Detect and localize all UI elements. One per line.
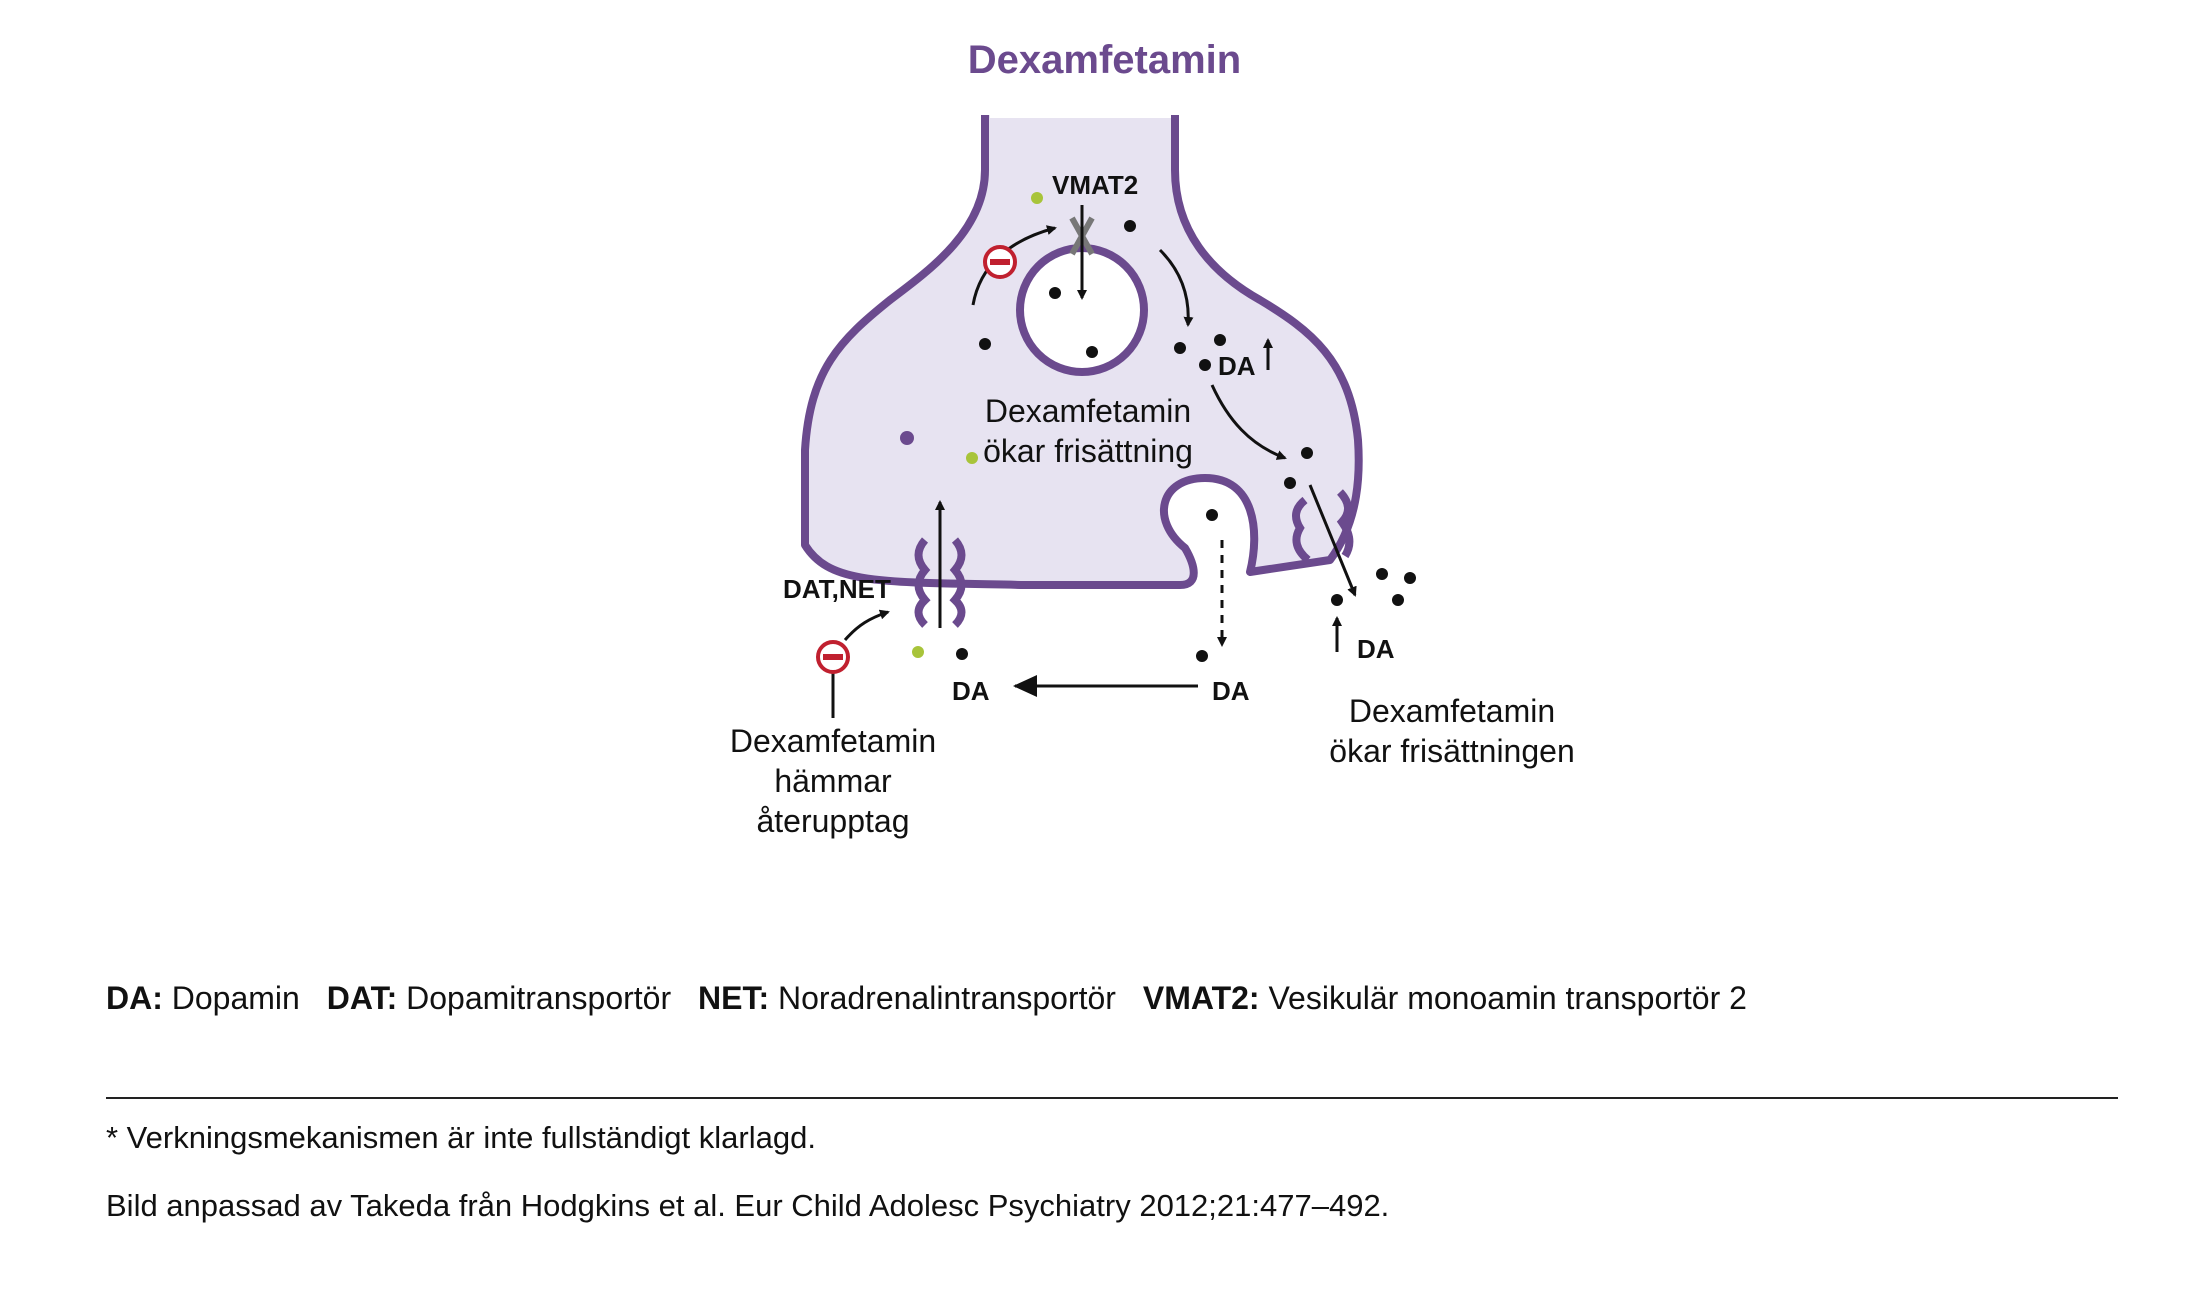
legend-item-da: DA: Dopamin bbox=[106, 980, 300, 1016]
legend-item-net: NET: Noradrenalintransportör bbox=[698, 980, 1116, 1016]
inhibit-text-line1: Dexamfetamin bbox=[730, 723, 936, 759]
footnote-source: Bild anpassad av Takeda från Hodgkins et… bbox=[106, 1188, 1389, 1224]
da-left-label: DA bbox=[952, 676, 990, 706]
inhibit-icon-upper bbox=[985, 247, 1015, 277]
da-upper-label: DA bbox=[1218, 351, 1256, 381]
footnote-mechanism: * Verkningsmekanismen är inte fullständi… bbox=[106, 1120, 816, 1156]
arrow-inhibit-to-dat bbox=[845, 612, 888, 640]
inhibit-text-line3: återupptag bbox=[756, 803, 909, 839]
legend-item-vmat2: VMAT2: Vesikulär monoamin transportör 2 bbox=[1143, 980, 1747, 1016]
dat-net-label: DAT,NET bbox=[783, 574, 891, 604]
da-middle-label: DA bbox=[1212, 676, 1250, 706]
divider bbox=[106, 1097, 2118, 1099]
release-outside-line1: Dexamfetamin bbox=[1349, 693, 1555, 729]
da-right-label: DA bbox=[1357, 634, 1395, 664]
abbreviation-legend: DA: Dopamin DAT: Dopamitransportör NET: … bbox=[106, 980, 1765, 1017]
release-inside-line1: Dexamfetamin bbox=[985, 393, 1191, 429]
vmat2-label: VMAT2 bbox=[1052, 170, 1138, 200]
legend-item-dat: DAT: Dopamitransportör bbox=[327, 980, 671, 1016]
inhibit-text-line2: hämmar bbox=[774, 763, 892, 799]
release-inside-line2: ökar frisättning bbox=[983, 433, 1193, 469]
release-outside-line2: ökar frisättningen bbox=[1329, 733, 1574, 769]
inhibit-icon-lower bbox=[818, 642, 848, 672]
